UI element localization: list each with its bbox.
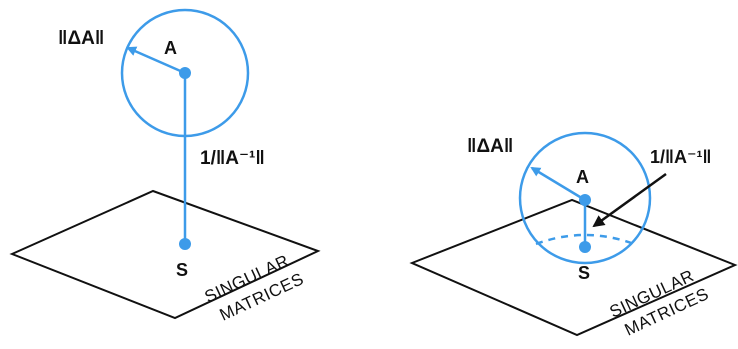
right-norm-delta-label: ‖ΔA‖	[467, 136, 513, 157]
left-point-a	[179, 67, 191, 79]
left-figure: ‖ΔA‖ A S 1/‖A⁻¹‖ SINGULAR MATRICES	[9, 8, 321, 325]
right-point-a-label: A	[576, 167, 589, 187]
right-point-s-label: S	[578, 263, 590, 283]
right-distance-label: 1/‖A⁻¹‖	[650, 147, 711, 167]
right-point-s	[579, 241, 591, 253]
right-radius-arrow	[530, 166, 586, 202]
left-point-s	[179, 238, 191, 250]
right-singular-plane	[409, 198, 738, 337]
right-perturbation-sphere	[518, 131, 652, 265]
left-radius-arrow	[126, 46, 186, 75]
left-distance-label: 1/‖A⁻¹‖	[200, 148, 265, 169]
right-point-a	[579, 194, 591, 206]
left-singular-plane	[9, 189, 321, 320]
left-point-a-label: A	[164, 38, 177, 58]
right-figure: ‖ΔA‖ A S 1/‖A⁻¹‖ SINGULAR MATRICES	[409, 131, 738, 340]
left-point-s-label: S	[176, 260, 188, 280]
right-distance-pointer-arrow	[592, 172, 667, 228]
left-norm-delta-label: ‖ΔA‖	[58, 28, 104, 49]
